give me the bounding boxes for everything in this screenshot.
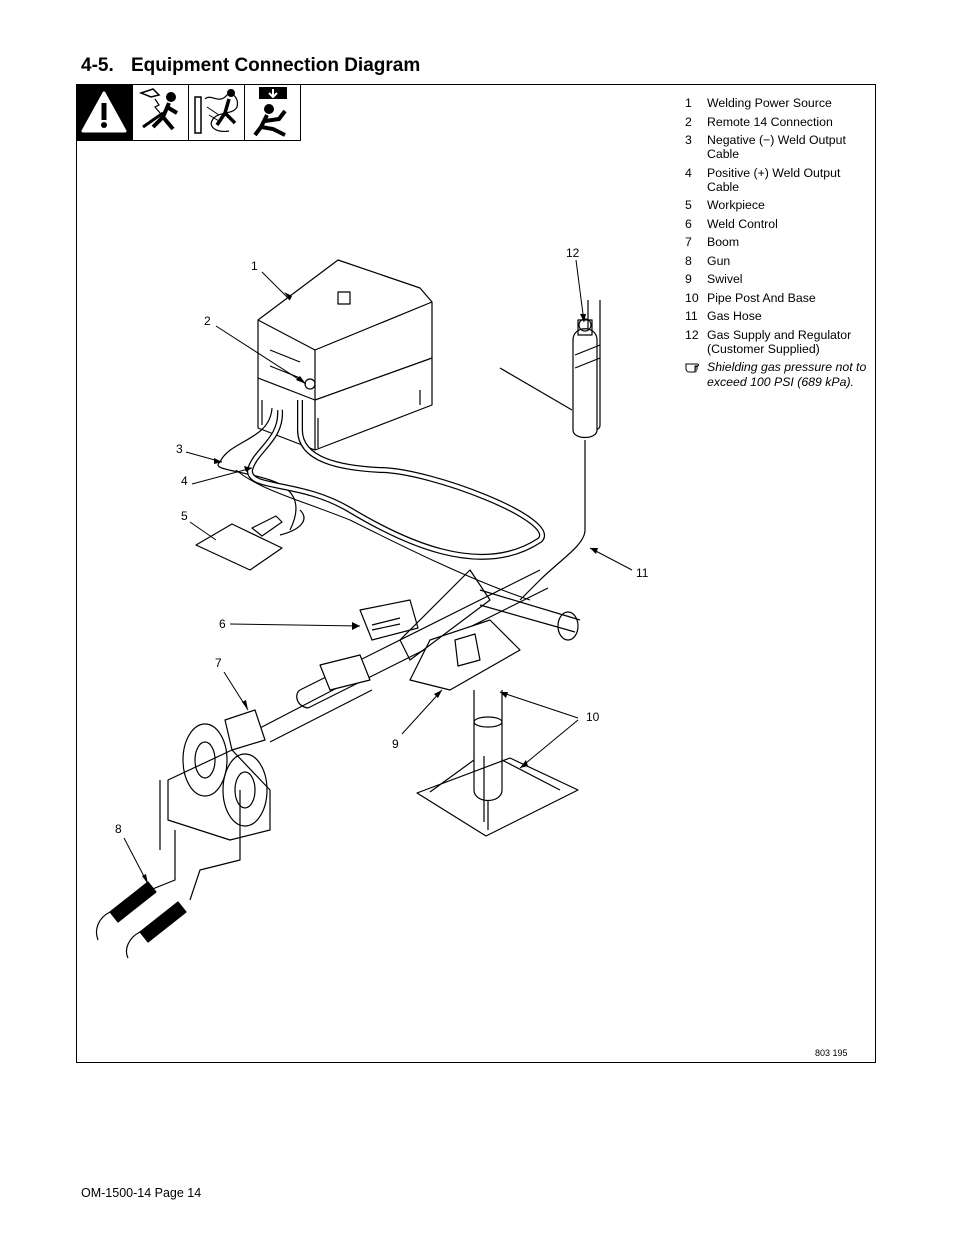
- welding-power-source: [257, 259, 433, 451]
- wire-feeder-and-reels: [149, 723, 271, 901]
- note-text: Shielding gas pressure not to exceed 100…: [707, 360, 867, 389]
- callout-label: 7: [215, 656, 222, 670]
- welding-guns: [95, 881, 187, 959]
- callout-label: 5: [181, 509, 188, 523]
- falling-equipment-hazard-icon: [245, 85, 300, 140]
- callout-label: 12: [566, 246, 580, 260]
- callout-label: 4: [181, 474, 188, 488]
- page-footer: OM-1500-14 Page 14: [81, 1186, 202, 1200]
- callout-label: 1: [251, 259, 258, 273]
- section-number: 4-5.: [81, 55, 114, 76]
- page-title: 4-5. Equipment Connection Diagram: [81, 55, 420, 77]
- callout-label: 9: [392, 737, 399, 751]
- callout-label: 6: [219, 617, 226, 631]
- fumes-and-gases-hazard-icon: [189, 85, 245, 140]
- workpiece: [195, 523, 283, 571]
- diagram-frame: [76, 84, 876, 1063]
- gas-hose: [519, 440, 586, 601]
- warning-icon-strip: [76, 84, 301, 141]
- electric-shock-hazard-icon: [133, 85, 189, 140]
- callout-label: 2: [204, 314, 211, 328]
- negative-weld-cable: [217, 407, 297, 531]
- gas-cylinders: [499, 300, 601, 439]
- boom-assembly: [224, 569, 581, 751]
- pointing-hand-icon: [685, 360, 707, 390]
- callout-label: 11: [636, 566, 649, 580]
- shielding-gas-note: Shielding gas pressure not to exceed 100…: [685, 360, 875, 390]
- warning-triangle-icon: [77, 85, 133, 140]
- section-title: Equipment Connection Diagram: [131, 55, 421, 76]
- pipe-post-and-base: [416, 690, 579, 837]
- callout-label: 3: [176, 442, 183, 456]
- callout-label: 8: [115, 822, 122, 836]
- callout-label: 10: [586, 710, 600, 724]
- figure-id: 803 195: [815, 1048, 848, 1058]
- equipment-connection-illustration: 1 2 3 4 5 6 7 8 9 10 11 12: [95, 246, 649, 959]
